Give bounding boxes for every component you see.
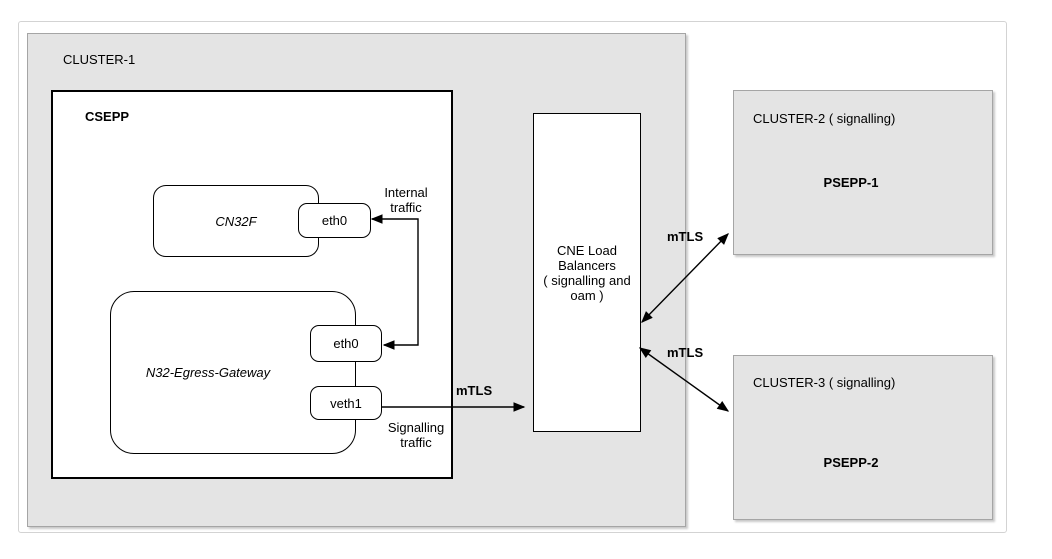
cluster1-label: CLUSTER-1 — [63, 52, 136, 67]
cne-load-balancers-label: CNE Load Balancers ( signalling and oam … — [543, 242, 631, 303]
internal-traffic-label: Internal traffic — [384, 185, 428, 215]
psepp1-label: PSEPP-1 — [823, 175, 879, 190]
cluster3-label: CLUSTER-3 ( signalling) — [753, 375, 896, 390]
cluster2-container: CLUSTER-2 ( signalling) PSEPP-1 — [733, 90, 993, 255]
cn32f-eth0-port: eth0 — [298, 203, 371, 238]
mtls-label-cluster2: mTLS — [667, 229, 704, 244]
cn32f-label: CN32F — [215, 213, 257, 229]
mtls-label-cluster3: mTLS — [667, 345, 704, 360]
n32-egress-gateway-label: N32-Egress-Gateway — [145, 365, 271, 380]
cn32f-node: CN32F — [153, 185, 319, 257]
cluster3-container: CLUSTER-3 ( signalling) PSEPP-2 — [733, 355, 993, 520]
n32-egress-gateway-node: N32-Egress-Gateway — [110, 291, 356, 454]
cluster2-label: CLUSTER-2 ( signalling) — [753, 111, 896, 126]
gateway-eth0-port: eth0 — [310, 325, 382, 362]
csepp-label: CSEPP — [85, 109, 130, 124]
cn32f-eth0-port-label: eth0 — [321, 213, 348, 228]
signalling-traffic-label: Signalling traffic — [387, 420, 445, 450]
mtls-label-signalling: mTLS — [456, 383, 493, 398]
gateway-veth1-port-label: veth1 — [330, 395, 362, 411]
psepp2-label: PSEPP-2 — [823, 455, 879, 470]
gateway-eth0-port-label: eth0 — [333, 336, 359, 351]
gateway-veth1-port: veth1 — [310, 386, 382, 420]
cne-load-balancers-box: CNE Load Balancers ( signalling and oam … — [533, 113, 641, 432]
